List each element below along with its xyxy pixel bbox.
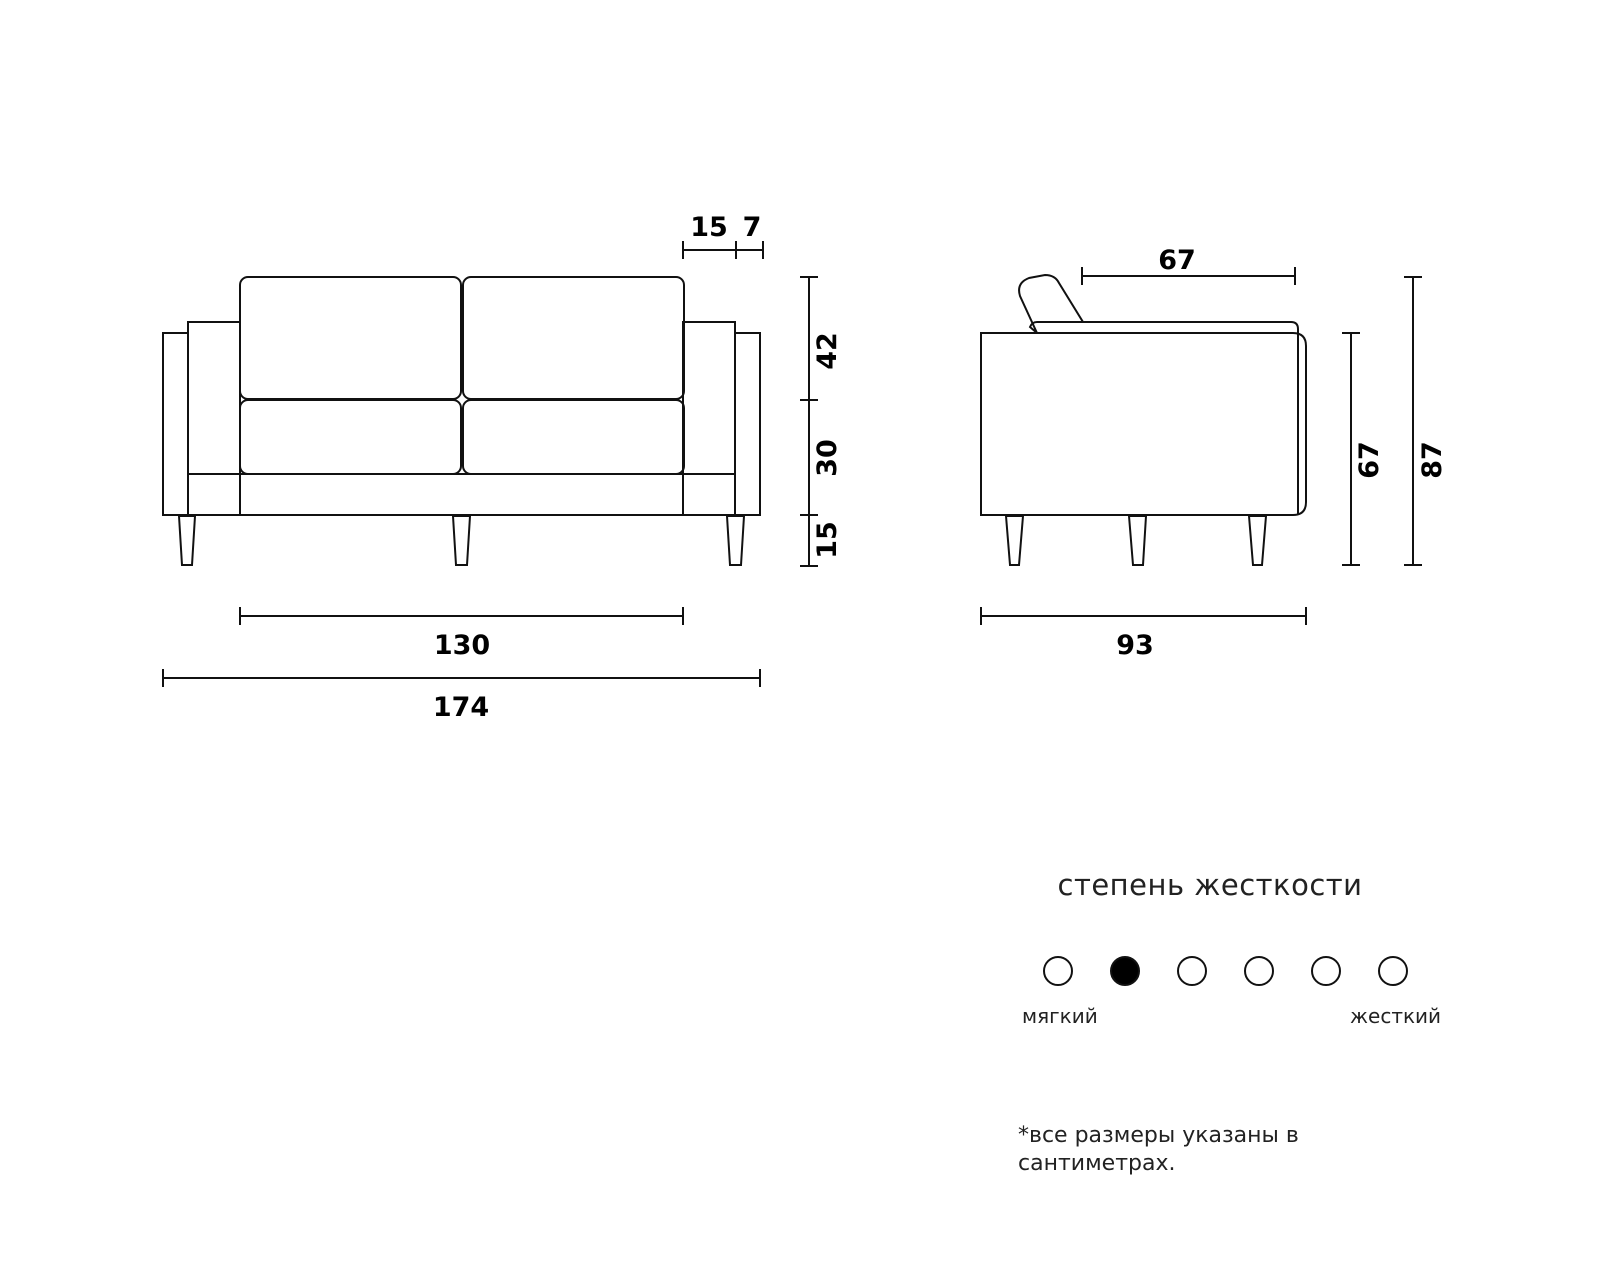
- firmness-title: степень жесткости: [1057, 868, 1363, 902]
- dim-seat-height-label: 30: [812, 439, 843, 477]
- front-right-arm-outer: [734, 332, 761, 516]
- units-note: *все размеры указаны в сантиметрах.: [1018, 1123, 1299, 1176]
- seat-cushion-right: [462, 399, 685, 475]
- firmness-dot: [1378, 956, 1408, 986]
- front-left-arm-outer: [162, 332, 189, 516]
- dim-arm-height-label: 67: [1354, 441, 1385, 479]
- dim-front-heights: 42 30 15: [800, 276, 843, 567]
- side-leg-front: [1004, 515, 1025, 566]
- side-leg-middle: [1127, 515, 1148, 566]
- firmness-max-label: жесткий: [1350, 1004, 1442, 1028]
- firmness-scale: [1043, 956, 1408, 990]
- dim-total-depth-label: 93: [1116, 630, 1154, 661]
- front-right-arm-inner: [682, 321, 736, 516]
- dim-armrest: 15 7: [682, 212, 764, 259]
- dim-back-height-label: 42: [812, 332, 843, 370]
- side-body: [980, 332, 1307, 516]
- dim-total-width-label: 174: [433, 692, 489, 723]
- dim-armrest-side-label: 7: [743, 212, 762, 243]
- firmness-dot: [1110, 956, 1140, 986]
- back-cushion-right: [462, 276, 685, 400]
- dim-seat-depth-label: 67: [1158, 245, 1196, 276]
- front-leg-middle: [451, 515, 472, 566]
- side-arm-contour: [1037, 321, 1299, 515]
- front-left-arm-inner: [187, 321, 241, 516]
- dim-side-heights: 67 87: [1342, 276, 1448, 566]
- firmness-dot: [1043, 956, 1073, 986]
- dim-seat-width-label: 130: [434, 630, 490, 661]
- dim-armrest-width-label: 15: [690, 212, 728, 243]
- seat-cushion-left: [239, 399, 462, 475]
- dim-front-widths: 130 174: [162, 607, 761, 723]
- firmness-dot: [1177, 956, 1207, 986]
- side-view: [980, 273, 1307, 566]
- side-leg-back: [1247, 515, 1268, 566]
- front-leg-right: [725, 515, 746, 566]
- dim-total-depth: 93: [980, 607, 1307, 661]
- front-view: [162, 276, 761, 566]
- dim-leg-height-label: 15: [812, 521, 843, 559]
- front-base: [187, 473, 736, 516]
- dim-total-height-label: 87: [1417, 441, 1448, 479]
- firmness-dot: [1244, 956, 1274, 986]
- firmness-dot: [1311, 956, 1341, 986]
- dim-seat-depth: 67: [1081, 245, 1296, 285]
- front-leg-left: [177, 515, 197, 566]
- side-back-cushion: [1018, 273, 1085, 334]
- firmness-min-label: мягкий: [1022, 1004, 1098, 1028]
- back-cushion-left: [239, 276, 462, 400]
